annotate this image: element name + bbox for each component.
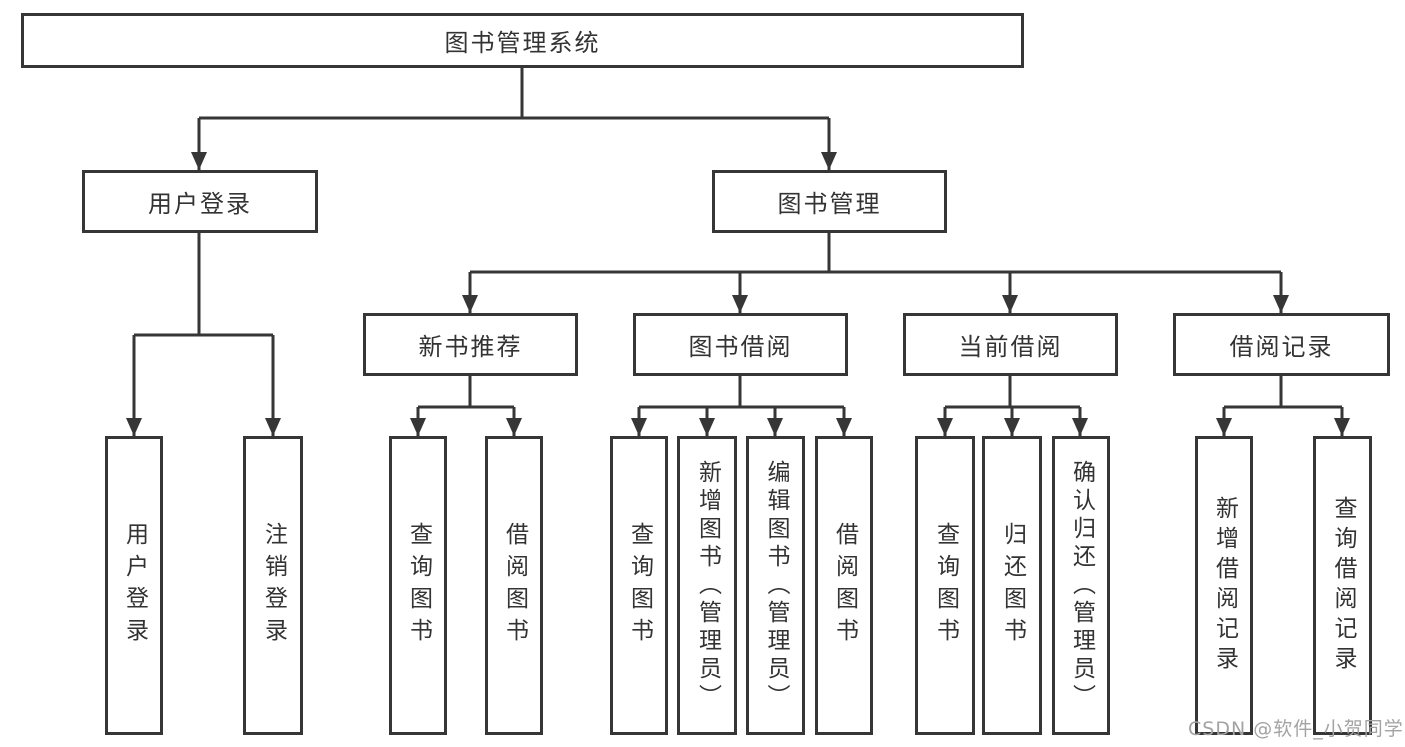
node-label: 新增图书（管理员） [694, 459, 721, 712]
leaf-query-borrow-record: 查询借阅记录 [1313, 436, 1372, 735]
node-label: 新书推荐 [418, 333, 523, 361]
connector-root [199, 68, 829, 120]
node-label: 用户登录 [121, 521, 148, 650]
leaf-return-books: 归还图书 [982, 436, 1042, 735]
node-new-book-recommend: 新书推荐 [363, 313, 578, 376]
leaf-edit-books-admin: 编辑图书（管理员） [746, 436, 805, 735]
leaf-user-login: 用户登录 [105, 436, 163, 735]
node-book-management: 图书管理 [712, 170, 947, 233]
leaf-borrow-books-1: 借阅图书 [485, 436, 543, 735]
leaf-confirm-return-admin: 确认归还（管理员） [1052, 436, 1110, 735]
node-label: 编辑图书（管理员） [763, 459, 789, 712]
node-label: 查询图书 [405, 521, 432, 650]
leaf-query-books-2: 查询图书 [610, 436, 668, 735]
leaf-query-books-3: 查询图书 [915, 436, 975, 735]
connector-book-management [470, 233, 1281, 274]
connector-current-borrow [945, 376, 1080, 409]
node-label: 归还图书 [999, 521, 1026, 650]
node-label: 图书管理 [777, 190, 882, 218]
connector-borrow-records [1224, 376, 1342, 409]
connector-book-borrow [639, 376, 844, 409]
node-label: 借阅记录 [1229, 333, 1334, 361]
node-label: 确认归还（管理员） [1068, 459, 1095, 712]
node-user-login: 用户登录 [82, 170, 318, 233]
connector-user-login [134, 233, 273, 337]
node-label: 查询图书 [932, 521, 959, 650]
node-label: 图书借阅 [688, 333, 793, 361]
node-label: 查询图书 [626, 521, 653, 650]
connector-new-book-recommend [418, 376, 514, 409]
leaf-logout-login: 注销登录 [243, 436, 303, 735]
leaf-borrow-books-2: 借阅图书 [815, 436, 873, 735]
node-label: 借阅图书 [501, 521, 528, 650]
leaf-add-books-admin: 新增图书（管理员） [677, 436, 737, 735]
leaf-add-borrow-record: 新增借阅记录 [1195, 436, 1253, 735]
node-label: 图书管理系统 [444, 29, 601, 57]
node-label: 注销登录 [260, 521, 287, 650]
node-label: 用户登录 [148, 190, 252, 218]
leaf-query-books-1: 查询图书 [389, 436, 447, 735]
node-label: 借阅图书 [831, 521, 858, 650]
node-current-borrow: 当前借阅 [903, 313, 1118, 376]
node-label: 查询借阅记录 [1330, 495, 1356, 676]
node-root: 图书管理系统 [21, 13, 1024, 68]
watermark-text: CSDN @软件_小贺同学 [1188, 718, 1404, 740]
node-label: 新增借阅记录 [1211, 495, 1238, 676]
node-label: 当前借阅 [958, 333, 1063, 361]
node-borrow-records: 借阅记录 [1173, 313, 1390, 376]
node-book-borrow: 图书借阅 [633, 313, 848, 376]
